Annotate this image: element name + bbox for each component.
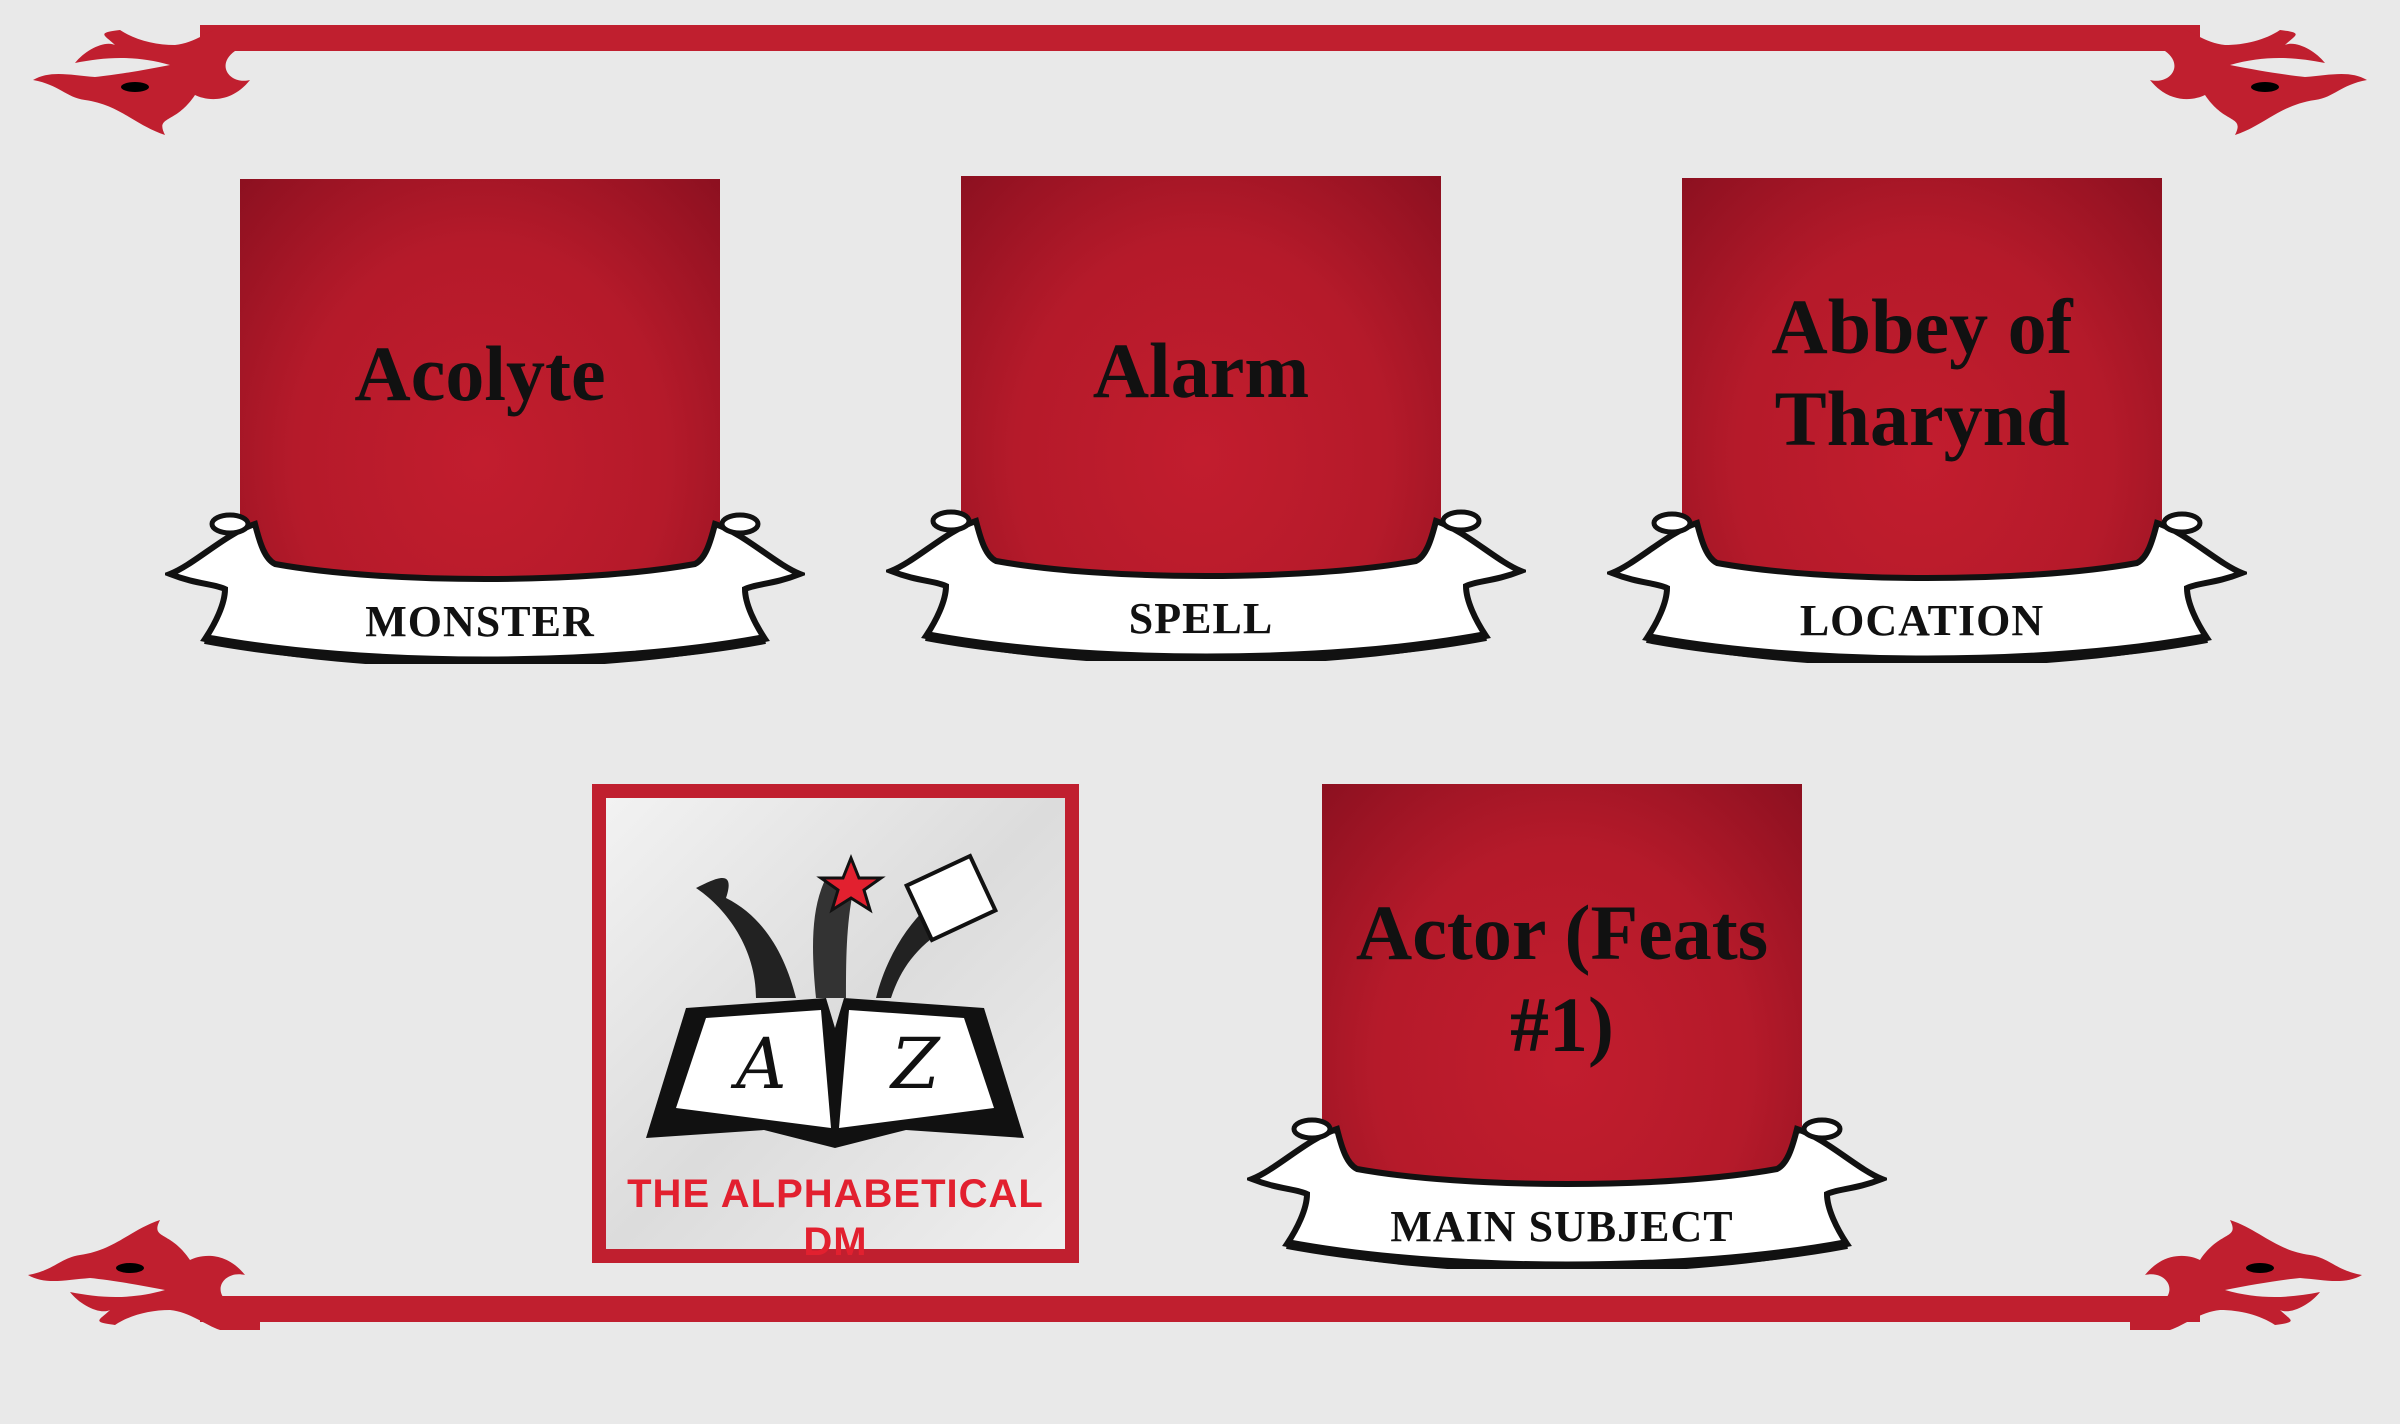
card-category: SPELL [1128, 594, 1274, 643]
card-panel: Abbey of Tharynd [1682, 178, 2162, 578]
card-title: Actor (Feats #1) [1355, 889, 1769, 1068]
ribbon-svg [165, 512, 805, 664]
topic-card-main-subject[interactable]: Actor (Feats #1) MAIN SUBJECT [1247, 784, 1887, 1424]
topic-card-monster[interactable]: Acolyte MONSTER [165, 179, 805, 819]
open-book-icon: A Z [646, 853, 1024, 1148]
top-border-bar [200, 25, 2200, 51]
card-title: Alarm [1092, 327, 1310, 414]
star-icon [816, 853, 886, 914]
logo-text: THE ALPHABETICAL DM [627, 1172, 1044, 1264]
card-panel: Acolyte [240, 179, 720, 579]
card-panel: Alarm [961, 176, 1441, 576]
dragon-flourish-icon [33, 25, 265, 135]
ribbon-svg [886, 509, 1526, 661]
card-category: MAIN SUBJECT [1390, 1202, 1734, 1251]
map-icon [903, 853, 999, 943]
ribbon-svg [1247, 1117, 1887, 1269]
dragon-flourish-icon [28, 1220, 260, 1330]
card-category: MONSTER [365, 597, 595, 646]
ribbon-svg [1607, 511, 2247, 663]
topic-card-spell[interactable]: Alarm SPELL [886, 176, 1526, 816]
topic-card-location[interactable]: Abbey of Tharynd LOCATION [1607, 178, 2247, 818]
card-title: Abbey of Tharynd [1771, 283, 2073, 462]
bottom-border-bar [200, 1296, 2200, 1322]
logo-letter-z: Z [889, 1023, 941, 1105]
logo-letter-a: A [730, 1023, 787, 1105]
card-panel: Actor (Feats #1) [1322, 784, 1802, 1184]
card-category: LOCATION [1799, 596, 2045, 645]
dragon-flourish-icon [2135, 25, 2367, 135]
card-title: Acolyte [354, 330, 606, 417]
alphabetical-dm-logo: A Z THE ALPHABETICAL DM [592, 784, 1079, 1264]
dragon-flourish-icon [2130, 1220, 2362, 1330]
